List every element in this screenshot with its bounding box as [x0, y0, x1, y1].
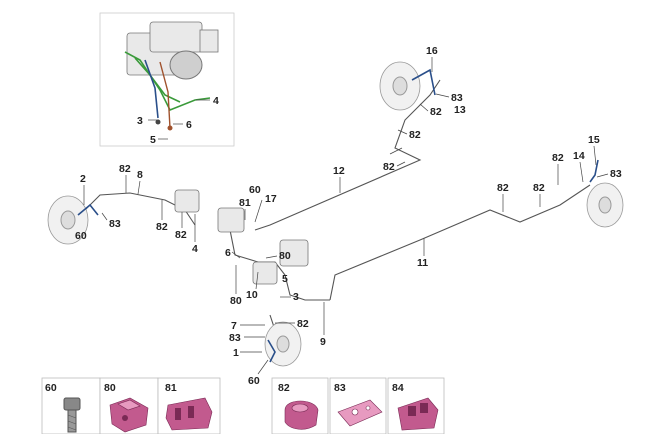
callout-1: 1: [233, 347, 239, 359]
callout-10: 10: [246, 289, 258, 301]
callout-12: 12: [333, 165, 345, 177]
callout-82-b: 82: [156, 221, 168, 233]
caliper-front-left: [174, 189, 200, 213]
callout-82-g: 82: [383, 161, 395, 173]
callout-82-rear-left: 82: [297, 318, 309, 330]
callout-4: 4: [213, 95, 219, 107]
callout-82-j: 82: [497, 182, 509, 194]
abs-unit-inset: 4 3 6 5: [99, 12, 235, 147]
clip-80-icon: [109, 397, 149, 433]
front-right-disc: [379, 61, 436, 111]
callout-80-center: 80: [279, 250, 291, 262]
rear-right-disc: [586, 159, 624, 228]
callout-82-i: 82: [533, 182, 545, 194]
legend-item-84: 84: [387, 377, 445, 434]
brake-lines: [84, 79, 591, 361]
callout-3: 3: [137, 115, 143, 127]
callouts: 2 60 83 82 8 82 82 4 60 17 81 6 80 5 10 …: [75, 45, 622, 387]
legend-label-80: 80: [104, 382, 116, 394]
callout-83-front-right: 83: [451, 92, 463, 104]
callout-83-rear-left: 83: [229, 332, 241, 344]
callout-5-center: 5: [282, 273, 288, 285]
legend-label-84: 84: [392, 382, 404, 394]
front-left-disc: [47, 195, 99, 245]
callout-82-f: 82: [409, 129, 421, 141]
callout-60-rear-left: 60: [248, 375, 260, 387]
clip-83-icon: [337, 399, 383, 427]
callout-2: 2: [80, 173, 86, 185]
callout-6-center: 6: [225, 247, 231, 259]
callout-17: 17: [265, 193, 277, 205]
legend-label-60: 60: [45, 382, 57, 394]
caliper-center-c: [252, 261, 278, 285]
callout-7: 7: [231, 320, 237, 332]
callout-13: 13: [454, 104, 466, 116]
callout-60-center: 60: [249, 184, 261, 196]
callout-82-c: 82: [175, 229, 187, 241]
callout-11: 11: [417, 257, 428, 269]
legend-item-83: 83: [329, 377, 387, 434]
callout-80-lower: 80: [230, 295, 242, 307]
callout-5: 5: [150, 134, 156, 146]
callout-60-front-left: 60: [75, 230, 87, 242]
clip-82-icon: [284, 400, 319, 430]
callout-81: 81: [239, 197, 251, 209]
legend-label-81: 81: [165, 382, 177, 394]
callout-16: 16: [426, 45, 438, 57]
abs-hydraulic-unit: [124, 21, 219, 131]
callout-83-front-left: 83: [109, 218, 121, 230]
rear-left-disc: [264, 321, 302, 367]
clip-84-icon: [397, 397, 439, 431]
callout-15: 15: [588, 134, 600, 146]
legend-item-60: 60: [41, 377, 101, 434]
legend-label-83: 83: [334, 382, 346, 394]
callout-4-lower: 4: [192, 243, 198, 255]
callout-82-h: 82: [552, 152, 564, 164]
callout-9: 9: [320, 336, 326, 348]
callout-83-rear-right: 83: [610, 168, 622, 180]
callout-82-e: 82: [430, 106, 442, 118]
caliper-center-a: [217, 207, 245, 233]
callout-8: 8: [137, 169, 143, 181]
callout-82-a: 82: [119, 163, 131, 175]
legend-item-82: 82: [271, 377, 329, 434]
legend-label-82: 82: [278, 382, 290, 394]
callout-6: 6: [186, 119, 192, 131]
callout-3-center: 3: [293, 291, 299, 303]
clip-81-icon: [165, 397, 213, 431]
legend-item-80: 80: [99, 377, 159, 434]
parts-legend: 60 80 81: [41, 377, 445, 434]
callout-14: 14: [573, 150, 585, 162]
legend-item-81: 81: [157, 377, 221, 434]
caliper-center-b: [279, 239, 309, 267]
bolt-icon: [63, 397, 81, 433]
